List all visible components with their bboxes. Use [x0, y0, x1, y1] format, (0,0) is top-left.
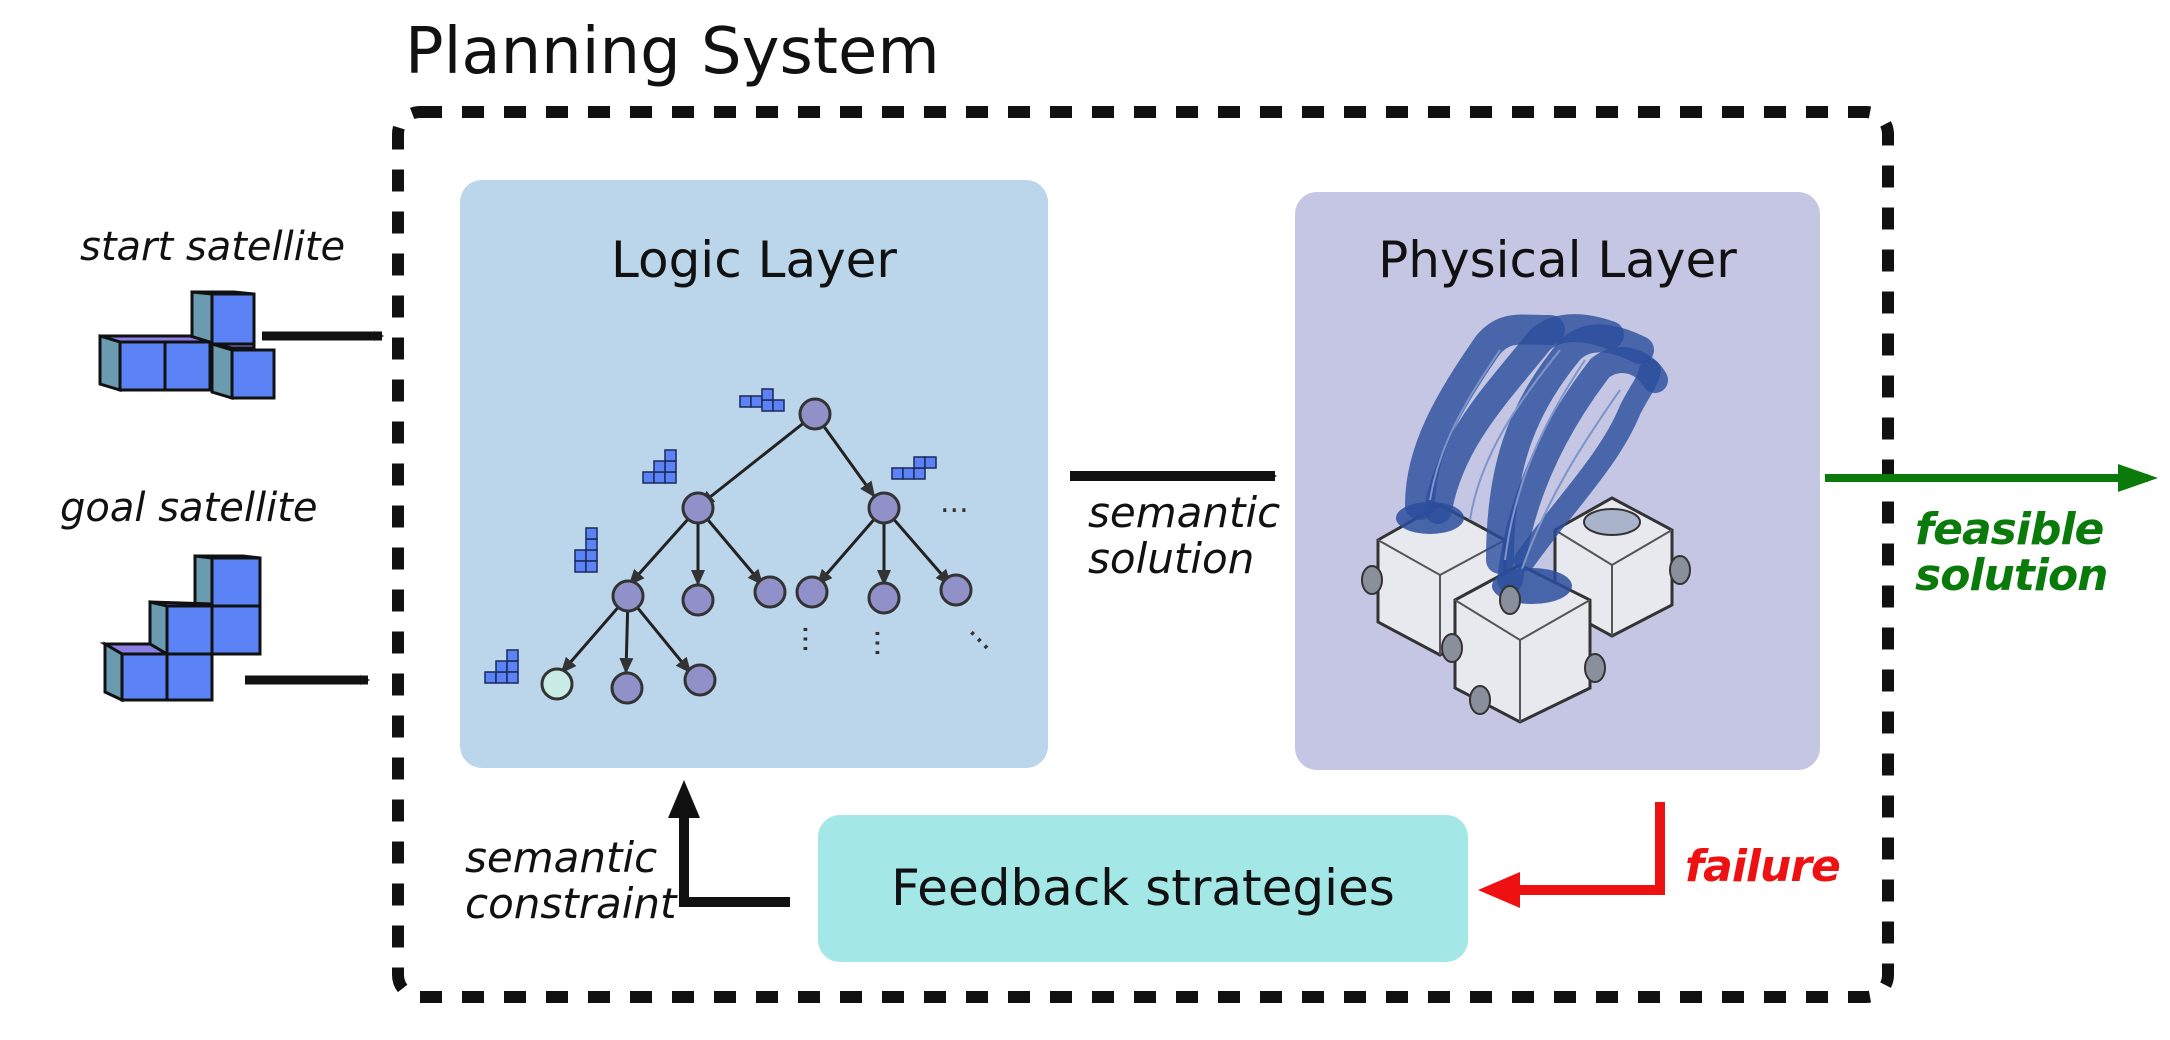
tree-nodes	[540, 397, 973, 705]
planning-system-boundary	[392, 106, 1894, 1003]
tree-ellipsis: ...	[795, 624, 831, 654]
robot-arm-illustration	[1361, 314, 1691, 724]
goal-satellite-label: goal satellite	[60, 485, 318, 531]
failure-arrowhead	[1478, 872, 1520, 908]
tree-node	[683, 663, 717, 697]
planning-system-title: Planning System	[405, 15, 940, 89]
failure-arrow	[1505, 802, 1665, 895]
tree-node	[939, 573, 973, 607]
physical-layer-title: Physical Layer	[1378, 231, 1737, 289]
tree-ellipsis: ...	[940, 485, 969, 520]
goal-satellite-icon	[99, 554, 262, 703]
tree-node	[610, 671, 644, 705]
semantic-solution-label: semantic solution	[1088, 488, 1281, 583]
tree-node	[867, 581, 901, 615]
tree-node	[681, 583, 715, 617]
tree-goal-node	[540, 667, 574, 701]
feedback-strategies-label: Feedback strategies	[891, 859, 1395, 917]
start-satellite-icon	[98, 290, 276, 401]
tree-node	[795, 575, 829, 609]
semantic-constraint-arrowhead	[668, 780, 700, 818]
feasible-solution-label: feasible solution	[1915, 504, 2108, 601]
tree-node	[611, 579, 645, 613]
tree-node	[753, 575, 787, 609]
feedback-box	[818, 815, 1468, 962]
tree-ellipsis: ...	[867, 628, 903, 658]
semantic-constraint-label: semantic constraint	[465, 833, 677, 928]
tree-node	[681, 491, 715, 525]
tree-node	[867, 491, 901, 525]
tree-state-icons	[484, 388, 937, 684]
start-satellite-label: start satellite	[80, 224, 346, 270]
failure-label: failure	[1685, 841, 1841, 892]
feasible-arrowhead	[2118, 464, 2158, 492]
logic-layer-title: Logic Layer	[611, 231, 897, 289]
tree-root-node	[798, 397, 832, 431]
semantic-constraint-arrow	[679, 810, 790, 907]
